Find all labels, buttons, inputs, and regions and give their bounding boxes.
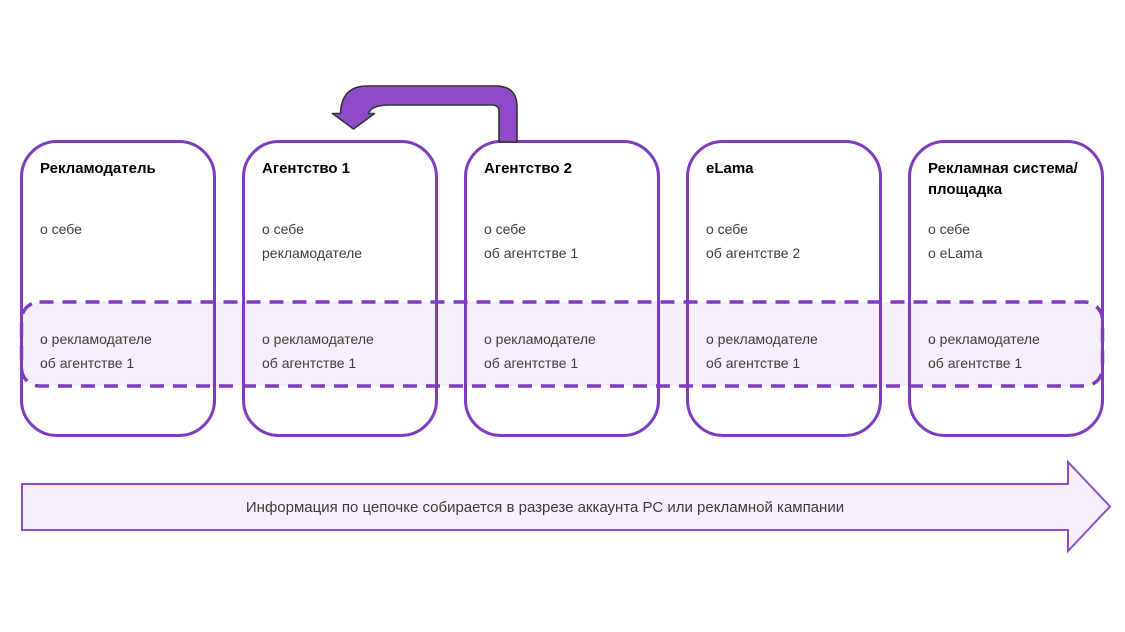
card-band-text: о рекламодателе об агентстве 1	[484, 327, 651, 375]
band-line: об агентстве 1	[706, 355, 801, 371]
card-title: eLama	[706, 160, 754, 177]
card-title: Агентство 2	[484, 160, 573, 177]
band-line: об агентстве 1	[40, 355, 135, 371]
agency1-card: Агентство 1 о себе рекламодателе о рекла…	[242, 140, 438, 437]
band-line: об агентстве 1	[262, 355, 357, 371]
knows-line: о себе	[262, 221, 304, 237]
card-knows-text: о себе о eLama	[928, 217, 1095, 265]
card-title: Рекламодатель	[40, 160, 156, 177]
knows-line: об агентстве 2	[706, 245, 801, 261]
card-band-text: о рекламодателе об агентстве 1	[928, 327, 1095, 375]
band-line: об агентстве 1	[928, 355, 1023, 371]
elama-card: eLama о себе об агентстве 2 о рекламодат…	[686, 140, 882, 437]
card-title: Агентство 1	[262, 160, 351, 177]
card-band-text: о рекламодателе об агентстве 1	[706, 327, 873, 375]
card-band-text: о рекламодателе об агентстве 1	[40, 327, 207, 375]
card-band-text: о рекламодателе об агентстве 1	[262, 327, 429, 375]
knows-line: о себе	[928, 221, 970, 237]
band-line: о рекламодателе	[706, 331, 818, 347]
band-line: о рекламодателе	[40, 331, 152, 347]
knows-line: о себе	[484, 221, 526, 237]
card-knows-text: о себе рекламодателе	[262, 217, 429, 265]
advertiser-card: Рекламодатель о себе о рекламодателе об …	[20, 140, 216, 437]
flow-arrow-label: Информация по цепочке собирается в разре…	[245, 499, 845, 516]
band-line: о рекламодателе	[262, 331, 374, 347]
knows-line: рекламодателе	[262, 245, 363, 261]
agency2-card: Агентство 2 о себе об агентстве 1 о рекл…	[464, 140, 660, 437]
band-line: о рекламодателе	[928, 331, 1040, 347]
knows-line: о себе	[40, 221, 82, 237]
band-line: об агентстве 1	[484, 355, 579, 371]
knows-line: о eLama	[928, 245, 983, 261]
card-knows-text: о себе об агентстве 2	[706, 217, 873, 265]
band-line: о рекламодателе	[484, 331, 596, 347]
knows-line: об агентстве 1	[484, 245, 579, 261]
back-arrow-icon	[331, 85, 518, 143]
ad-system-card: Рекламная система/площадка о себе о eLam…	[908, 140, 1104, 437]
card-knows-text: о себе об агентстве 1	[484, 217, 651, 265]
card-title: Рекламная система/площадка	[928, 160, 1078, 198]
knows-line: о себе	[706, 221, 748, 237]
card-knows-text: о себе	[40, 217, 207, 241]
